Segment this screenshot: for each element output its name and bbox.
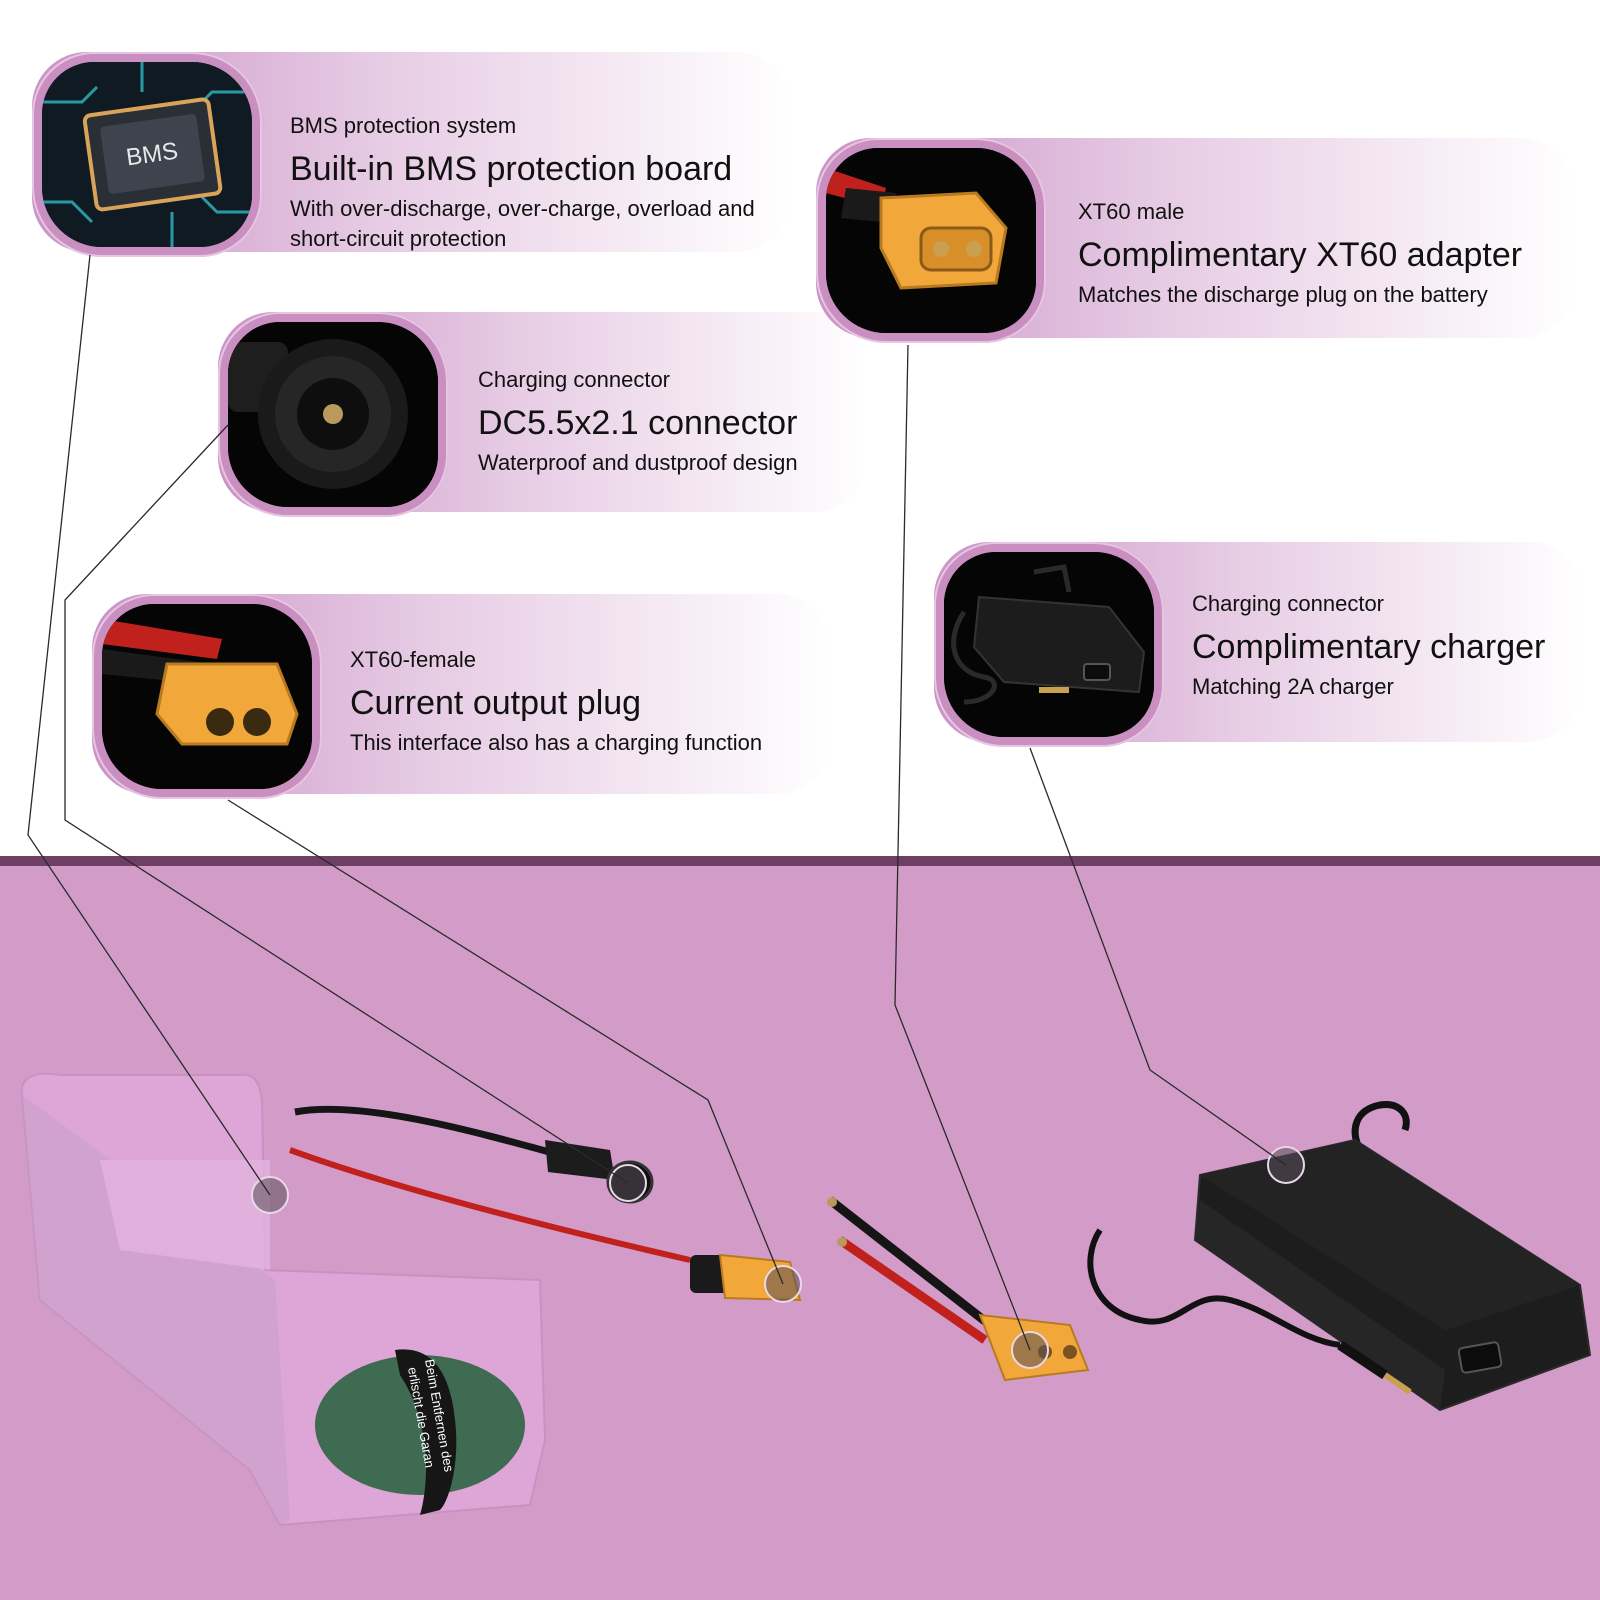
marker-charger xyxy=(1267,1146,1305,1184)
bms-description: With over-discharge, over-charge, overlo… xyxy=(290,196,755,251)
battery-pack: Beim Entfernen des erlischt die Garan xyxy=(20,1072,547,1527)
black-cable xyxy=(294,1105,561,1159)
marker-bms xyxy=(251,1176,289,1214)
charger-label: Charging connector xyxy=(1192,591,1385,616)
bms-thumbnail: BMS xyxy=(32,52,262,257)
bms-label: BMS protection system xyxy=(290,113,517,138)
xt60-male-adapter xyxy=(827,1196,1090,1382)
marker-dc xyxy=(609,1164,647,1202)
callout-bms: BMS BMS protection system Built-in BMS p… xyxy=(32,52,792,262)
charger-description: Matching 2A charger xyxy=(1192,674,1394,699)
xt60-male-thumbnail xyxy=(816,138,1046,343)
callout-xt60-male: XT60 male Complimentary XT60 adapter Mat… xyxy=(816,138,1576,348)
xt60-male-title: Complimentary XT60 adapter xyxy=(1078,236,1523,274)
xt60-male-icon xyxy=(826,148,1036,333)
xt60-male-label: XT60 male xyxy=(1078,199,1185,224)
bms-chip-icon: BMS xyxy=(42,62,252,247)
marker-xt60-male xyxy=(1011,1331,1049,1369)
charger-title: Complimentary charger xyxy=(1192,628,1546,666)
xt60-male-description: Matches the discharge plug on the batter… xyxy=(1078,282,1488,307)
dc-label: Charging connector xyxy=(478,367,671,392)
bms-title: Built-in BMS protection board xyxy=(290,150,733,188)
charger-unit xyxy=(1087,1101,1592,1412)
marker-xt60-female xyxy=(764,1265,802,1303)
section-divider xyxy=(0,856,1600,866)
